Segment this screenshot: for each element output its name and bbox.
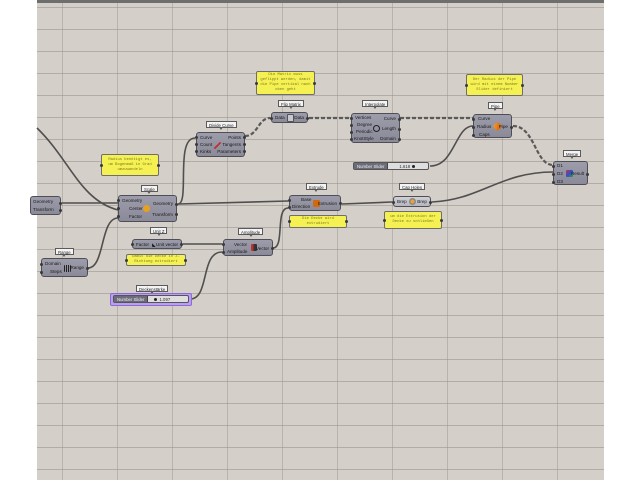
slider-value: 1.097 [159,296,171,302]
input-factor[interactable]: Factor [129,214,143,219]
input-kinks[interactable]: Kinks [200,149,212,154]
output-tangents[interactable]: Tangents [222,142,241,147]
input-d3[interactable]: D3 [557,179,563,184]
input-radius[interactable]: Radius [477,124,492,129]
extrude-icon [313,200,320,207]
output-unit-vector[interactable]: Unit vector [156,242,178,247]
range-tag: Range [55,248,74,257]
input-amplitude[interactable]: Amplitude [227,249,248,254]
input-direction[interactable]: Direction [292,204,311,209]
input-factor[interactable]: Factor [136,242,150,247]
interpolate-icon [373,125,380,132]
divide-curve-icon [214,142,221,149]
range-component[interactable]: Domain Steps Range [40,258,89,277]
output-parameters[interactable]: Parameters [217,149,241,154]
input-curve[interactable]: Curve [200,135,213,140]
output-points[interactable]: Points [228,135,241,140]
slider-knob[interactable] [412,164,416,168]
extrude-component[interactable]: Base Direction Extrusion [288,195,342,211]
output-data[interactable]: Data [294,115,304,120]
merge-tag: Merge [563,150,582,159]
cap-holes-component[interactable]: Brep Brep [392,196,432,207]
input-caps[interactable]: Caps [479,132,490,137]
interpolate-tag: Interpolate [362,100,389,109]
extrude-tag: Extrude [306,183,327,192]
slider-knob[interactable] [154,297,158,301]
amplitude-tag: Amplitude [238,228,264,237]
deckenstaerke-tag: Deckenstärke [136,285,169,294]
extrude-note[interactable]: Die Decke wird extrudiert [288,215,348,228]
grasshopper-canvas[interactable] [37,0,604,480]
cap-holes-tag: Cap Holes [399,183,426,192]
output-geometry[interactable]: Geometry [152,201,173,206]
slider-name: Number Slider [114,296,149,302]
flip-matrix-component[interactable]: Data Data [270,112,309,123]
output-result[interactable]: Result [570,171,584,176]
pipe-radius-slider[interactable]: Number Slider 1.618 [353,162,429,170]
amplitude-component[interactable]: Vector Amplitude Vector [222,239,274,256]
divide-curve-component[interactable]: Curve Count Kinks Points Tangents Parame… [195,132,246,157]
output-port-geometry[interactable]: Geometry [33,199,54,204]
unit-z-component[interactable]: Factor Unit vector [131,239,183,249]
input-periodic[interactable]: Periodic [356,129,373,134]
output-brep[interactable]: Brep [417,199,427,204]
divide-curve-tag: Divide Curve [206,121,237,130]
pipe-tag: Pipe [488,102,503,111]
scale-radius-note[interactable]: Radius benötigt es, um Bogenmaß in Grad … [100,154,160,176]
output-port-transform[interactable]: Transform [33,207,54,212]
deckenstaerke-slider[interactable]: Number Slider 1.097 [113,295,189,303]
input-curve[interactable]: Curve [478,116,491,121]
input-vertices[interactable]: Vertices [355,115,372,120]
output-extrusion[interactable]: Extrusion [317,201,337,206]
amplitude-icon [251,244,257,251]
unit-z-note[interactable]: Damit die Decke in Z-Richtung extrudiert [125,254,187,266]
cap-holes-note[interactable]: um die Extrusion der Decke zu schließen [383,211,443,229]
input-knotstyle[interactable]: KnotStyle [354,136,374,141]
merge-icon [566,170,573,177]
output-range[interactable]: Range [70,265,84,270]
merge-component[interactable]: D1 D2 D3 Result [552,161,589,185]
input-center[interactable]: Center [129,206,143,211]
slider-value: 1.618 [399,163,411,169]
pipe-radius-note[interactable]: Der Radius der Pipe wird mit einem Numbe… [465,74,524,96]
slider-name: Number Slider [354,163,389,169]
input-count[interactable]: Count [200,142,213,147]
scale-component[interactable]: Geometry Center Factor Geometry Transfor… [117,195,178,222]
output-transform[interactable]: Transform [152,212,173,217]
input-d2[interactable]: D2 [557,171,563,176]
input-degree[interactable]: Degree [357,122,373,127]
scale-icon [143,205,150,212]
input-domain[interactable]: Domain [45,261,61,266]
unit-z-icon [152,241,158,247]
input-brep[interactable]: Brep [397,199,407,204]
interpolate-component[interactable]: Vertices Degree Periodic KnotStyle Curve… [350,113,401,143]
input-base[interactable]: Base [301,197,312,202]
cap-holes-icon [409,198,416,205]
input-geometry[interactable]: Geometry [122,198,143,203]
partial-component-left[interactable]: Geometry Transform [30,196,62,215]
output-domain[interactable]: Domain [380,136,396,141]
scale-tag: Scale [141,185,158,194]
output-vector[interactable]: Vector [255,246,269,251]
range-icon [64,265,71,272]
pipe-component[interactable]: Curve Radius Caps Pipe [472,114,513,138]
flip-matrix-icon [287,114,294,122]
flip-matrix-tag: Flip Matrix [278,100,304,109]
slider-track[interactable]: 1.097 [148,296,188,302]
input-data[interactable]: Data [275,115,285,120]
slider-track[interactable]: 1.618 [388,163,428,169]
input-steps[interactable]: Steps [50,269,62,274]
output-curve[interactable]: Curve [383,116,396,121]
unit-z-tag: Unit Z [150,227,168,236]
flip-matrix-note[interactable]: Die Matrix muss geflippt werden, damit d… [255,71,316,95]
output-pipe[interactable]: Pipe [498,124,508,129]
input-vector[interactable]: Vector [234,242,248,247]
output-length[interactable]: Length [381,126,396,131]
input-d1[interactable]: D1 [557,163,563,168]
